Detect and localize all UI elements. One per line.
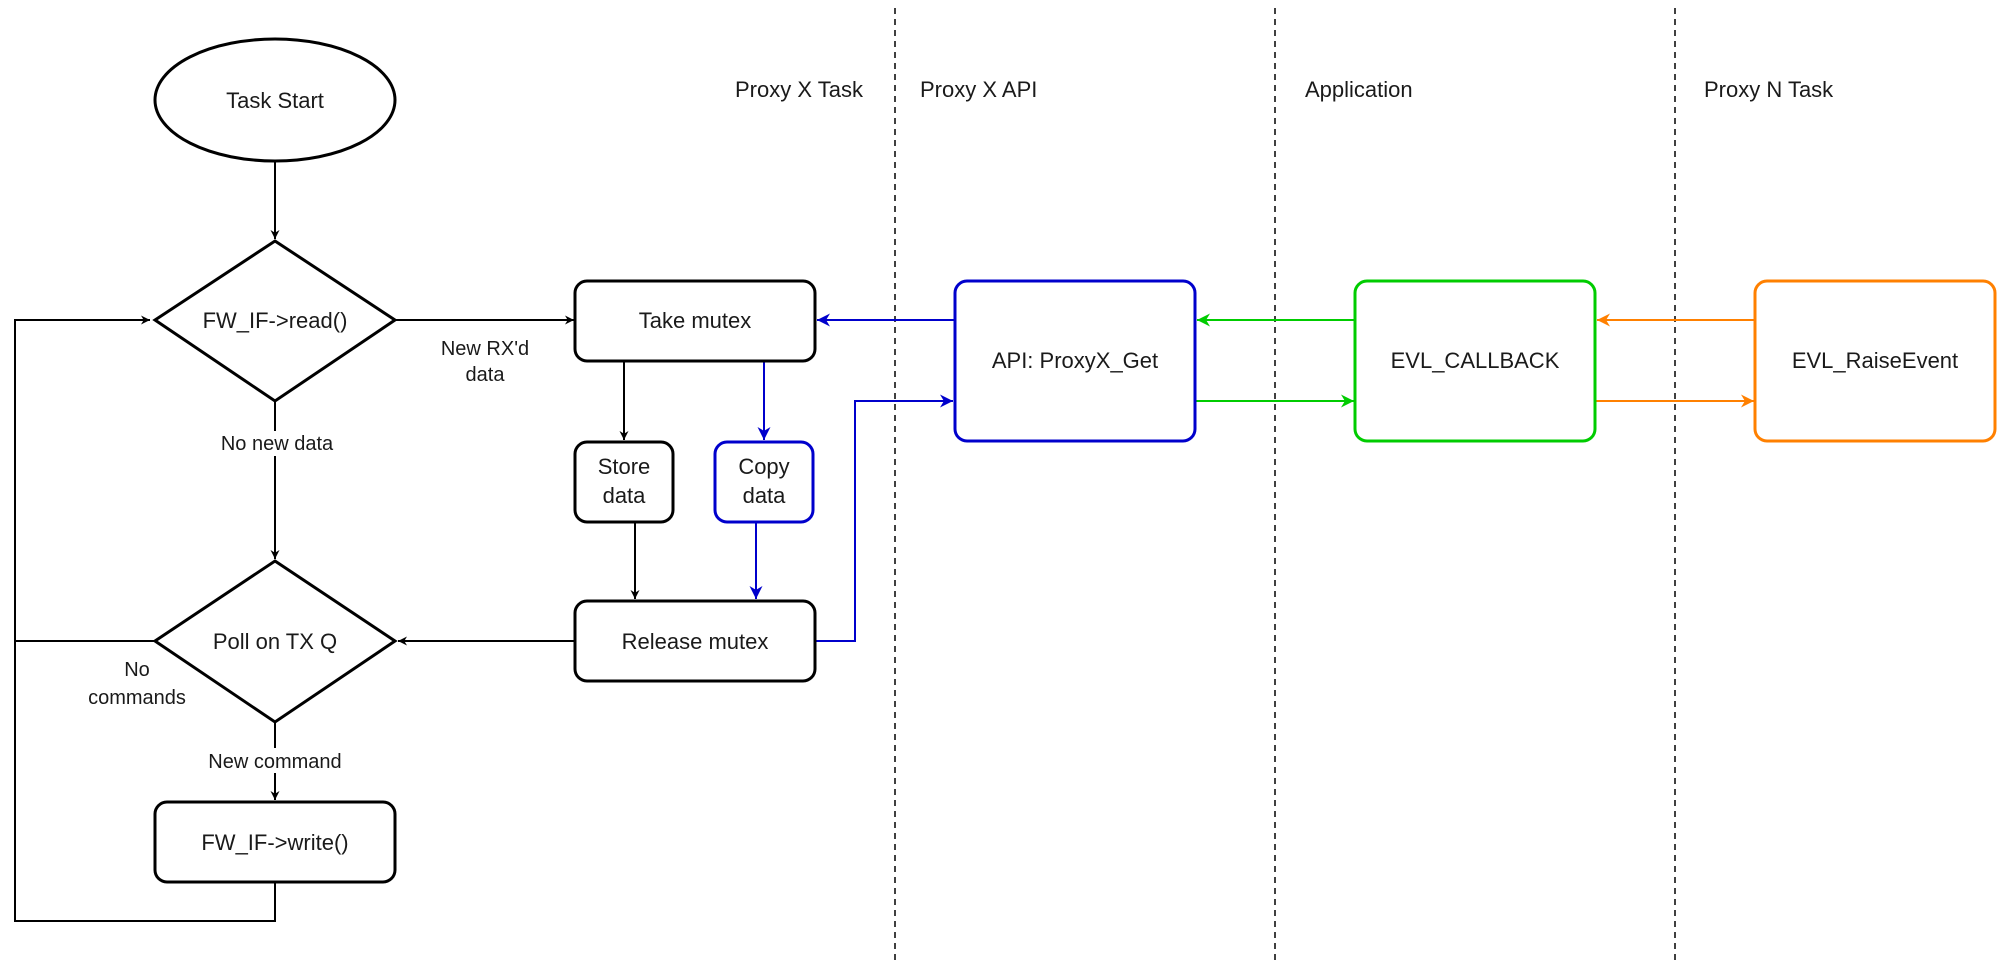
fw-write-node: FW_IF->write() — [153, 800, 397, 884]
release-mutex-label: Release mutex — [622, 629, 769, 654]
store-data-node: Store data — [573, 440, 675, 524]
edge-label-no-commands-line1: No — [124, 659, 150, 681]
task-start-label: Task Start — [226, 88, 324, 113]
edge-write-loop-back — [14, 641, 276, 922]
lane-label-proxy-x-task: Proxy X Task — [735, 77, 864, 102]
api-proxyx-get-label: API: ProxyX_Get — [992, 348, 1158, 373]
edge-label-new-command: New command — [208, 751, 341, 773]
edge-label-new-rx-line2: data — [466, 364, 506, 386]
copy-data-node: Copy data — [713, 440, 815, 524]
edge-poll-no-commands-loop — [14, 315, 155, 642]
edge-label-no-new-data: No new data — [221, 433, 334, 455]
evl-callback-node: EVL_CALLBACK — [1353, 279, 1597, 443]
fw-read-decision: FW_IF->read() — [152, 239, 398, 403]
poll-tx-decision: Poll on TX Q — [152, 559, 398, 724]
lane-label-proxy-n-task: Proxy N Task — [1704, 77, 1834, 102]
evl-raise-event-node: EVL_RaiseEvent — [1753, 279, 1997, 443]
task-start-node: Task Start — [153, 37, 397, 163]
evl-raise-event-label: EVL_RaiseEvent — [1792, 348, 1958, 373]
poll-tx-label: Poll on TX Q — [213, 629, 337, 654]
lane-label-application: Application — [1305, 77, 1413, 102]
lane-label-proxy-x-api: Proxy X API — [920, 77, 1037, 102]
take-mutex-node: Take mutex — [573, 279, 817, 363]
release-mutex-node: Release mutex — [573, 599, 817, 683]
edge-label-no-commands-line2: commands — [88, 687, 186, 709]
edge-label-new-rx-line1: New RX'd — [441, 338, 529, 360]
store-data-label-line1: Store — [598, 454, 651, 479]
evl-callback-label: EVL_CALLBACK — [1391, 348, 1560, 373]
copy-data-label-line1: Copy — [738, 454, 789, 479]
store-data-label-line2: data — [603, 483, 647, 508]
edge-release-to-api — [815, 394, 953, 642]
api-proxyx-get-node: API: ProxyX_Get — [953, 279, 1197, 443]
fw-write-label: FW_IF->write() — [201, 830, 348, 855]
fw-read-label: FW_IF->read() — [203, 308, 348, 333]
copy-data-label-line2: data — [743, 483, 787, 508]
take-mutex-label: Take mutex — [639, 308, 752, 333]
